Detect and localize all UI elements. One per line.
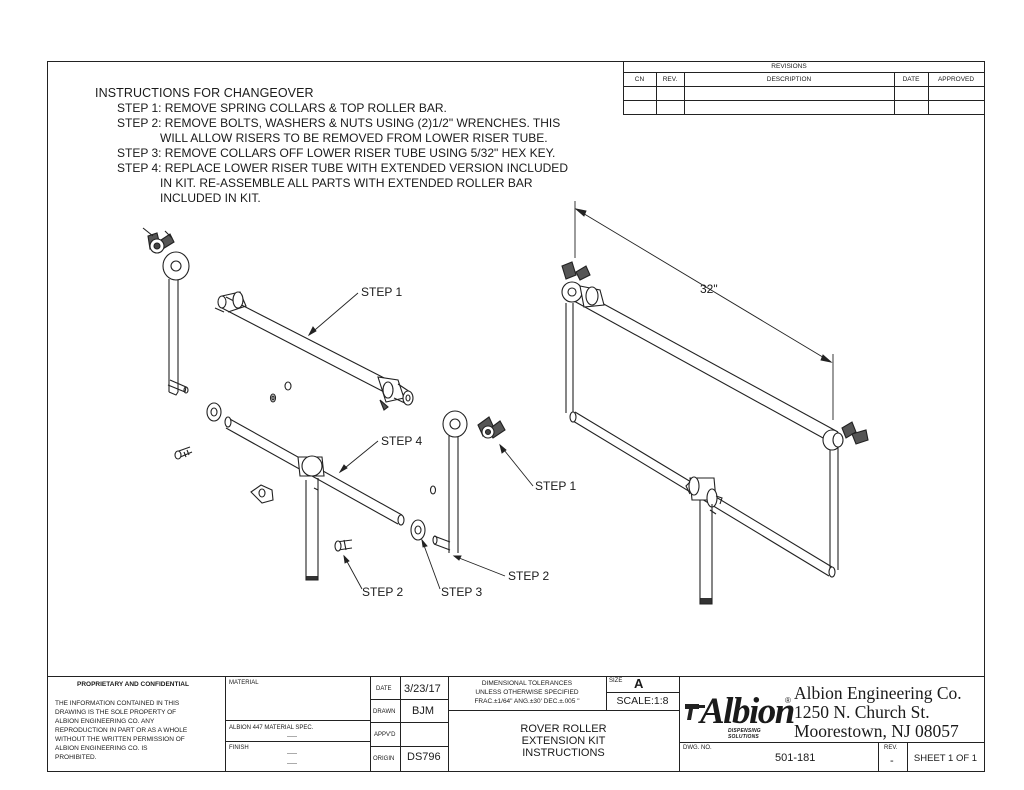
collar-left (206, 402, 222, 422)
revisions-table (623, 61, 985, 115)
riser-right (432, 410, 468, 553)
material-label: MATERIAL (229, 680, 259, 686)
revisions-col-cn: CN (634, 76, 645, 83)
revisions-col-description: DESCRIPTION (766, 76, 812, 83)
finish-value-1: ----- (287, 751, 297, 757)
drawing-title: ROVER ROLLER EXTENSION KIT INSTRUCTIONS (448, 723, 679, 759)
tolerances-line-3: FRAC.±1/64" ANG.±30' DEC.±.005 " (474, 698, 580, 705)
instructions-title: INSTRUCTIONS FOR CHANGEOVER (95, 86, 314, 100)
rev-value: - (890, 755, 894, 767)
company-city: Moorestown, NJ 08057 (794, 721, 959, 741)
instruction-step2-cont: WILL ALLOW RISERS TO BE REMOVED FROM LOW… (160, 131, 548, 145)
callout-step2-right: STEP 2 (508, 569, 550, 583)
sheet-border (47, 61, 985, 772)
dwg-no-label: DWG. NO. (683, 745, 712, 751)
proprietary-line: WITHOUT THE WRITTEN PERMISSION OF (55, 736, 185, 743)
instruction-step4-cont1: IN KIT. RE-ASSEMBLE ALL PARTS WITH EXTEN… (160, 176, 533, 190)
instruction-step3: STEP 3: REMOVE COLLARS OFF LOWER RISER T… (117, 146, 556, 160)
revisions-col-date: DATE (902, 76, 920, 83)
size-label: SIZE (609, 678, 623, 684)
callout-leaders (307, 292, 534, 590)
logo-text: Albion (700, 691, 795, 732)
drawing-title-line-1: ROVER ROLLER (520, 723, 607, 735)
dwg-no-value: 501-181 (775, 752, 816, 764)
appvd-label: APPV'D (374, 732, 396, 738)
callout-step4: STEP 4 (381, 434, 423, 448)
drawn-label: DRAWN (373, 709, 396, 715)
sheet-number: SHEET 1 OF 1 (913, 753, 978, 764)
rev-label: REV. (884, 745, 898, 751)
material-spec-value: ----- (287, 734, 297, 740)
proprietary-line: ALBION ENGINEERING CO. ANY (55, 718, 155, 725)
instruction-step1: STEP 1: REMOVE SPRING COLLARS & TOP ROLL… (117, 101, 447, 115)
finish-value-2: ----- (287, 761, 297, 767)
callout-step3: STEP 3 (441, 585, 483, 599)
tolerances-line-2: UNLESS OTHERWISE SPECIFIED (475, 689, 579, 696)
size-value: A (634, 676, 644, 691)
spring-collar-right (477, 416, 506, 439)
bolt-step2-lower (334, 539, 353, 552)
company-address: Albion Engineering Co. 1250 N. Church St… (794, 684, 962, 741)
instruction-step2: STEP 2: REMOVE BOLTS, WASHERS & NUTS USI… (117, 116, 561, 130)
date-label: DATE (376, 686, 392, 692)
revisions-title: REVISIONS (771, 63, 807, 70)
scale: SCALE:1:8 (616, 695, 669, 707)
proprietary-line: PROHIBITED. (55, 754, 97, 761)
proprietary-line: THE INFORMATION CONTAINED IN THIS (55, 700, 180, 707)
dimension-32-line (574, 201, 834, 420)
collar-right (410, 519, 426, 541)
title-block-grid (47, 676, 985, 772)
logo-registered: ® (785, 696, 791, 705)
nut-right (429, 485, 437, 495)
drawing-title-line-2: EXTENSION KIT (521, 735, 606, 747)
origin-label: ORIGIN (373, 756, 395, 762)
callout-step2-left: STEP 2 (362, 585, 404, 599)
material-spec: ALBION 447 MATERIAL SPEC. (229, 725, 314, 731)
proprietary-line: REPRODUCTION IN PART OR AS A WHOLE (55, 727, 188, 734)
drawn-value: BJM (412, 705, 434, 717)
albion-logo: Albion ® DISPENSING SOLUTIONS (684, 688, 795, 740)
proprietary-text: THE INFORMATION CONTAINED IN THIS DRAWIN… (55, 699, 187, 762)
drawing-title-line-3: INSTRUCTIONS (522, 747, 605, 759)
proprietary-line: ALBION ENGINEERING CO. IS (55, 745, 148, 752)
company-name: Albion Engineering Co. (794, 683, 962, 703)
company-street: 1250 N. Church St. (794, 702, 930, 722)
tolerances-line-1: DIMENSIONAL TOLERANCES (481, 680, 573, 687)
tolerances: DIMENSIONAL TOLERANCES UNLESS OTHERWISE … (448, 679, 606, 706)
spring-collar-top-left (142, 227, 175, 254)
dispenser-gun-icon (685, 704, 705, 720)
revisions-col-approved: APPROVED (937, 76, 975, 83)
assembled-frame (561, 261, 869, 605)
riser-left (162, 251, 190, 396)
origin-value: DS796 (407, 751, 441, 763)
top-roller-bar (214, 291, 414, 411)
clip-washer (250, 484, 274, 504)
date-value: 3/23/17 (404, 683, 441, 695)
proprietary-title: PROPRIETARY AND CONFIDENTIAL (77, 681, 189, 688)
nut-small (269, 381, 292, 403)
revisions-col-rev: REV. (662, 76, 678, 83)
proprietary-line: DRAWING IS THE SOLE PROPERTY OF (55, 709, 177, 716)
logo-tagline: DISPENSING SOLUTIONS (728, 728, 761, 740)
dimension-32-label: 32" (700, 282, 718, 296)
finish-label: FINISH (229, 745, 249, 751)
callout-step1-right: STEP 1 (535, 479, 577, 493)
instruction-step4-cont2: INCLUDED IN KIT. (160, 191, 261, 205)
callout-step1-top: STEP 1 (361, 285, 403, 299)
bolt-left (174, 446, 193, 460)
lower-riser-tube (224, 416, 405, 581)
instruction-step4: STEP 4: REPLACE LOWER RISER TUBE WITH EX… (117, 161, 568, 175)
